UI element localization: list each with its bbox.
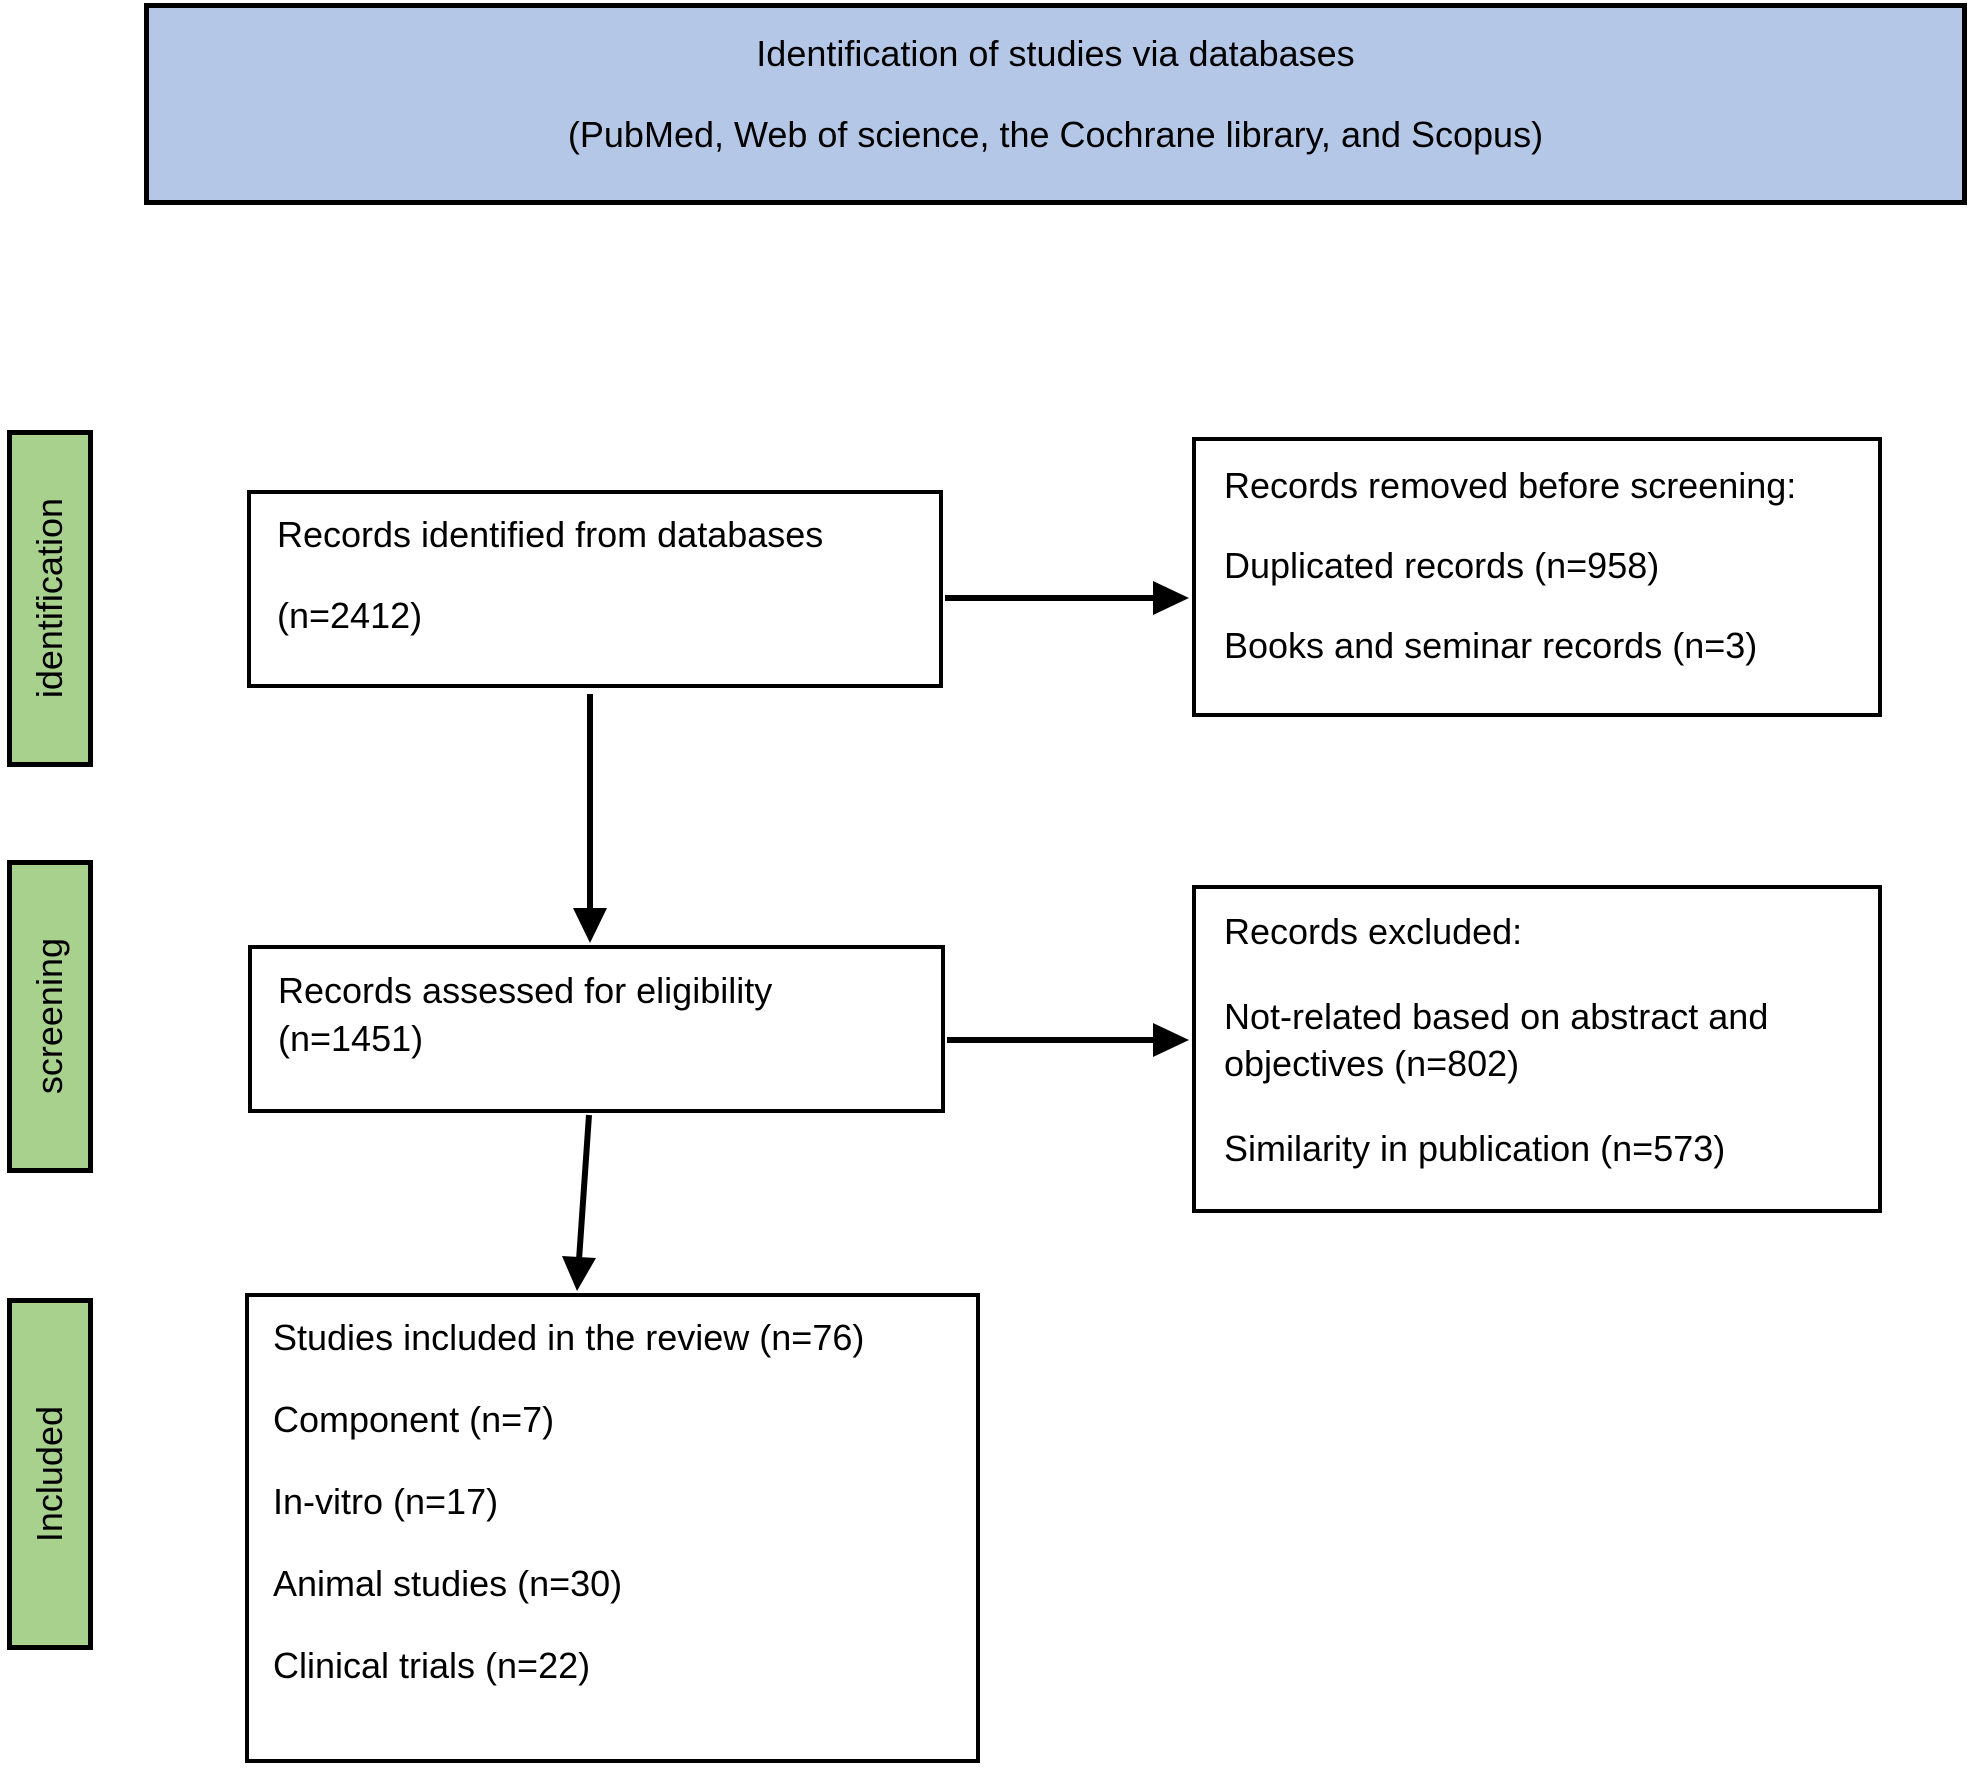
arrow-identified-to-removed xyxy=(945,581,1189,615)
records-removed-books: Books and seminar records (n=3) xyxy=(1224,625,1758,666)
studies-included-clinical: Clinical trials (n=22) xyxy=(273,1645,591,1686)
stage-label-included-text: Included xyxy=(29,1405,70,1543)
header-box: Identification of studies via databases … xyxy=(144,3,1967,205)
header-title: Identification of studies via databases xyxy=(756,33,1355,74)
stage-label-screening-text: screening xyxy=(29,938,70,1095)
records-identified-count: (n=2412) xyxy=(277,595,423,636)
arrow-identified-to-assessed xyxy=(573,694,607,943)
records-excluded-title: Records excluded: xyxy=(1224,911,1523,952)
records-removed-duplicates: Duplicated records (n=958) xyxy=(1224,545,1660,586)
studies-included-title: Studies included in the review (n=76) xyxy=(273,1317,865,1358)
stage-label-screening: screening xyxy=(7,860,93,1173)
records-identified-box: Records identified from databases (n=241… xyxy=(247,490,943,688)
arrow-assessed-to-included xyxy=(562,1114,596,1291)
records-excluded-similarity: Similarity in publication (n=573) xyxy=(1224,1128,1726,1169)
stage-label-identification-text: identification xyxy=(29,498,70,699)
studies-included-component: Component (n=7) xyxy=(273,1399,555,1440)
records-excluded-notrelated: Not-related based on abstract and object… xyxy=(1224,996,1769,1084)
records-identified-text: Records identified from databases xyxy=(277,514,824,555)
stage-label-included: Included xyxy=(7,1298,93,1650)
records-removed-box: Records removed before screening: Duplic… xyxy=(1192,437,1882,717)
records-assessed-box: Records assessed for eligibility (n=1451… xyxy=(248,945,945,1113)
records-excluded-box: Records excluded: Not-related based on a… xyxy=(1192,885,1882,1213)
arrow-assessed-to-excluded xyxy=(947,1023,1189,1057)
header-subtitle: (PubMed, Web of science, the Cochrane li… xyxy=(567,114,1544,155)
stage-label-identification: identification xyxy=(7,430,93,767)
studies-included-animal: Animal studies (n=30) xyxy=(273,1563,623,1604)
records-assessed-count: (n=1451) xyxy=(278,1018,424,1059)
records-removed-title: Records removed before screening: xyxy=(1224,465,1797,506)
studies-included-box: Studies included in the review (n=76) Co… xyxy=(245,1293,980,1763)
records-assessed-text: Records assessed for eligibility xyxy=(278,970,773,1011)
studies-included-invitro: In-vitro (n=17) xyxy=(273,1481,499,1522)
